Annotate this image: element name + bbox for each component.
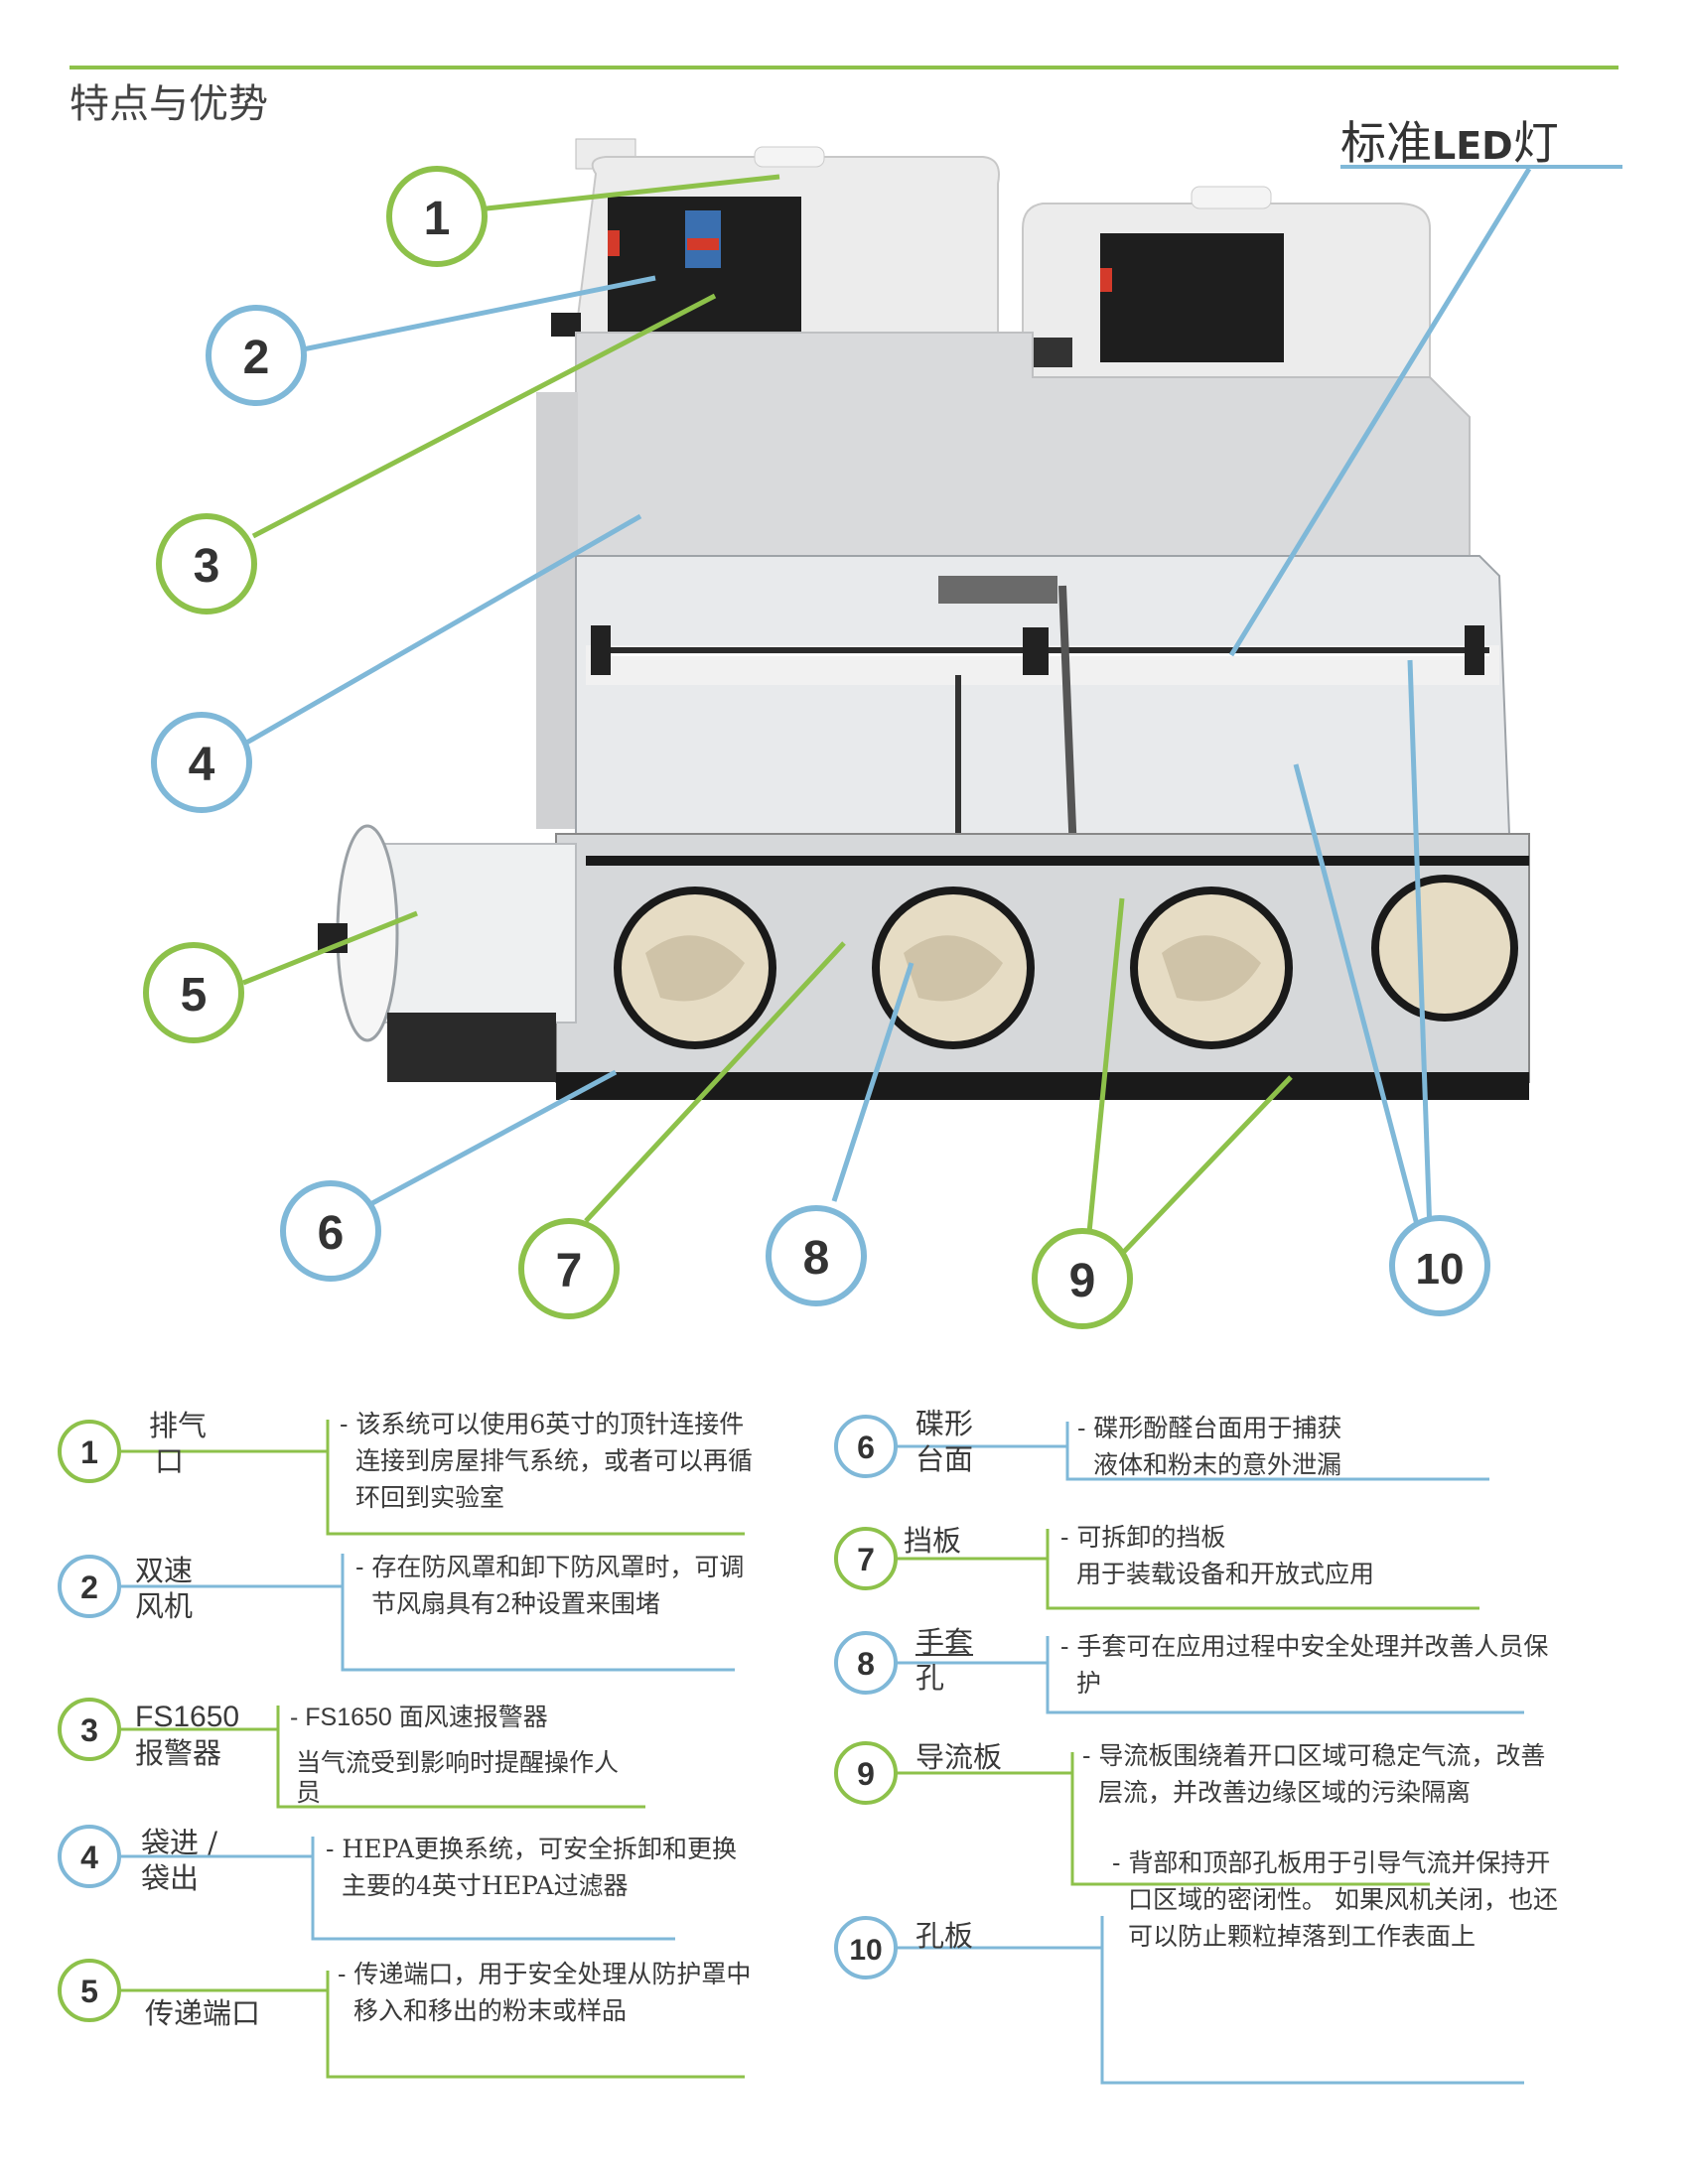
callout-6-number: 6	[318, 1207, 345, 1260]
feature-8-label: 手套孔	[915, 1625, 974, 1695]
feature-7-number: 7	[857, 1542, 875, 1577]
callout-8-number: 8	[803, 1232, 830, 1285]
top-rule	[70, 66, 1618, 69]
feature-6-number: 6	[857, 1430, 875, 1465]
feature-9-description: - 导流板围绕着开口区域可稳定气流，改善层流，并改善边缘区域的污染隔离	[1082, 1741, 1546, 1807]
callout-5-number: 5	[181, 969, 208, 1022]
feature-5-label: 传递端口	[145, 1996, 261, 2030]
feature-list-brackets	[58, 1415, 1524, 2085]
callout-1-number: 1	[424, 193, 451, 245]
callout-6: 6	[280, 1180, 381, 1282]
feature-2-number: 2	[80, 1570, 98, 1605]
front-sash	[575, 555, 1511, 835]
feature-6-label: 碟形台面	[915, 1407, 974, 1476]
feature-6-description: - 碟形酚醛台面用于捕获液体和粉末的意外泄漏	[1077, 1414, 1342, 1479]
feature-8-number: 8	[857, 1646, 875, 1682]
callout-2-number: 2	[243, 332, 270, 384]
led-light-title: 标准LED灯	[1340, 107, 1559, 173]
feature-10-number: 10	[849, 1934, 882, 1967]
feature-10-label: 孔板	[915, 1919, 974, 1953]
callout-5: 5	[143, 942, 244, 1043]
led-title-prefix: 标准	[1340, 116, 1432, 170]
feature-3-description: - FS1650 面风速报警器当气流受到影响时提醒操作人员	[290, 1704, 620, 1807]
feature-2-description: - 存在防风罩和卸下防风罩时，可调节风扇具有2种设置来围堵	[355, 1553, 745, 1618]
pass-through-port	[318, 824, 577, 1082]
feature-4-number: 4	[80, 1840, 98, 1875]
feature-5-description: - 传递端口，用于安全处理从防护罩中移入和移出的粉末或样品	[338, 1960, 752, 2025]
feature-1-label: 排气口	[149, 1409, 208, 1478]
feature-1-description: - 该系统可以使用6英寸的顶针连接件连接到房屋排气系统，或者可以再循环回到实验室	[340, 1410, 754, 1512]
callout-8: 8	[766, 1205, 867, 1306]
callout-circles: 1 2 3 4 5 6 7 8 9 10	[143, 166, 1490, 1329]
callout-7: 7	[518, 1218, 620, 1319]
led-title-suffix: 灯	[1512, 116, 1559, 170]
feature-2-label: 双速风机	[135, 1554, 194, 1623]
callout-3: 3	[156, 513, 257, 614]
led-title-rule	[1340, 165, 1622, 169]
section-title: 特点与优势	[70, 81, 268, 127]
feature-3-number: 3	[80, 1712, 98, 1748]
feature-1-number: 1	[80, 1434, 98, 1470]
feature-7-label: 挡板	[904, 1524, 962, 1558]
feature-4-label: 袋进 /袋出	[141, 1826, 217, 1895]
callout-leaders	[241, 167, 1532, 1258]
callout-3-number: 3	[194, 540, 220, 593]
callout-4-number: 4	[189, 739, 215, 791]
enclosure-illustration	[318, 138, 1530, 1100]
feature-10-description: - 背部和顶部孔板用于引导气流并保持开口区域的密闭性。 如果风机关闭，也还可以防…	[1112, 1848, 1558, 1951]
callout-4: 4	[151, 712, 252, 813]
glove-ports	[614, 875, 1518, 1049]
callout-7-number: 7	[556, 1245, 583, 1297]
callout-10: 10	[1389, 1215, 1490, 1316]
right-blower-housing	[1022, 186, 1431, 378]
callout-2: 2	[206, 305, 307, 406]
feature-4-description: - HEPA更换系统，可安全拆卸和更换主要的4英寸HEPA过滤器	[326, 1835, 738, 1900]
feature-8-description: - 手套可在应用过程中安全处理并改善人员保护	[1060, 1632, 1549, 1698]
feature-number-labels: 1 2 3 4 5 6 7 8 9 10	[80, 1430, 883, 2009]
left-blower-housing	[551, 138, 1000, 337]
feature-7-description: - 可拆卸的挡板用于装载设备和开放式应用	[1060, 1523, 1375, 1588]
led-title-bold: LED	[1432, 124, 1513, 168]
callout-1: 1	[386, 166, 488, 267]
feature-9-label: 导流板	[915, 1740, 1003, 1774]
feature-9-number: 9	[857, 1756, 875, 1792]
callout-9-number: 9	[1069, 1255, 1096, 1307]
feature-5-number: 5	[80, 1974, 98, 2009]
callout-9: 9	[1032, 1228, 1133, 1329]
callout-10-number: 10	[1416, 1245, 1465, 1294]
